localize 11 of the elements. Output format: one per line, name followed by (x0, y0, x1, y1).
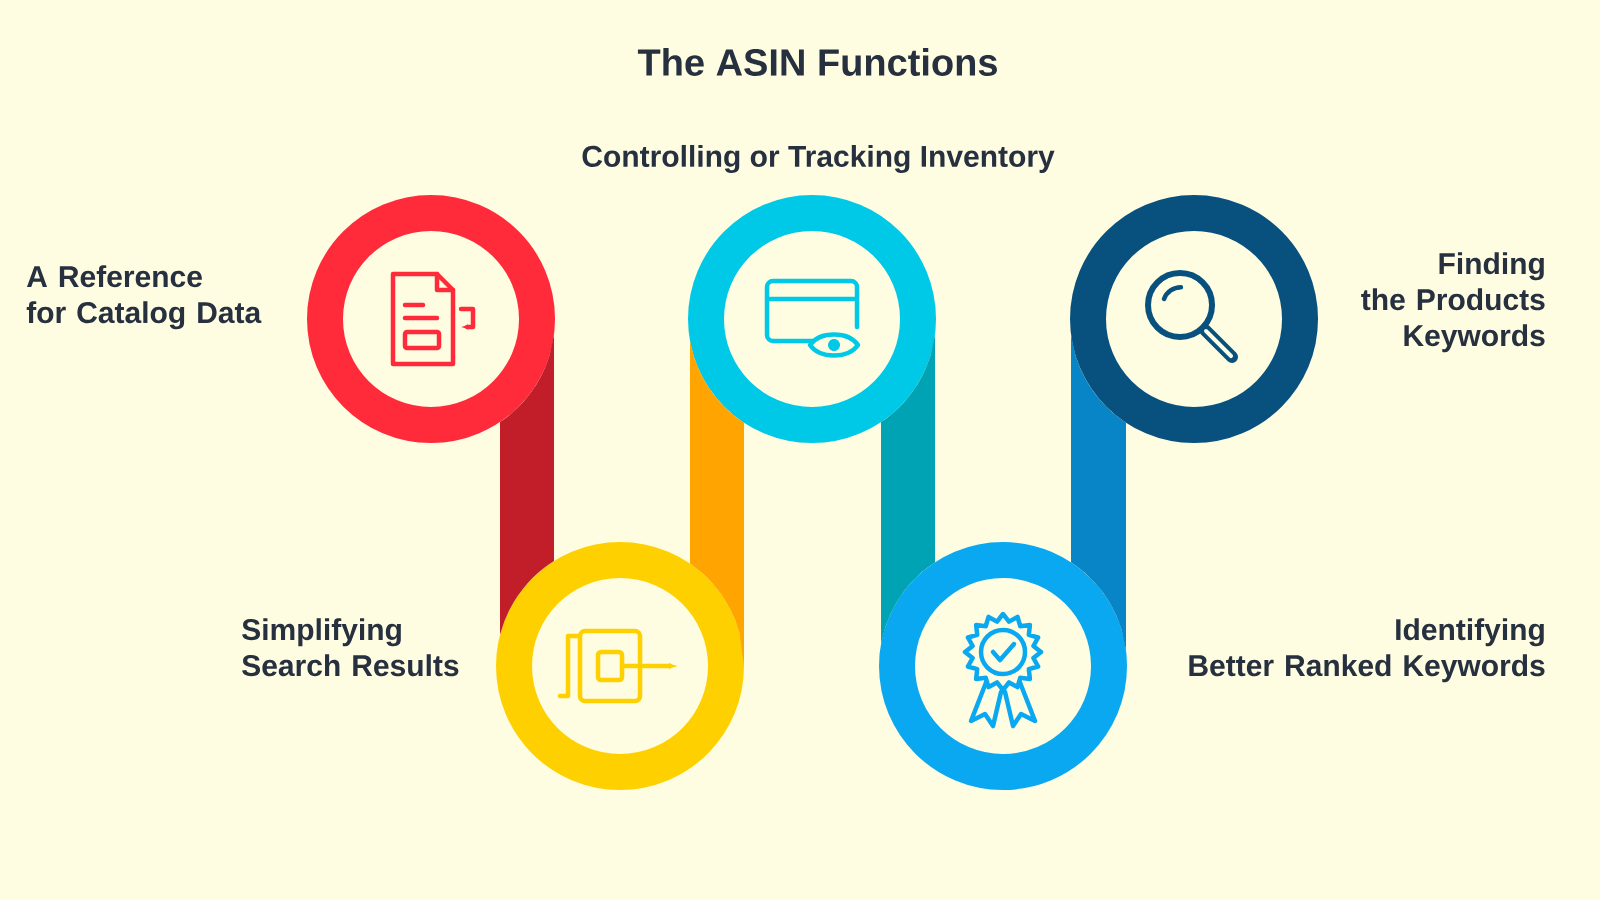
title: The ASIN Functions (637, 48, 997, 76)
step-label: Controlling or Tracking Inventory (582, 144, 1055, 174)
ring-circle (307, 195, 555, 443)
ring-circle (1070, 195, 1318, 443)
step-label: Simplifying Search Results (242, 618, 459, 677)
connector-band (1071, 334, 1126, 651)
step-label: Finding the Products Keywords (1361, 252, 1545, 353)
connector-band (881, 334, 935, 644)
step-label: Identifying Better Ranked Keywords (1189, 618, 1545, 683)
step-label: A Reference for Catalog Data (26, 265, 262, 330)
connector-band (500, 334, 554, 635)
